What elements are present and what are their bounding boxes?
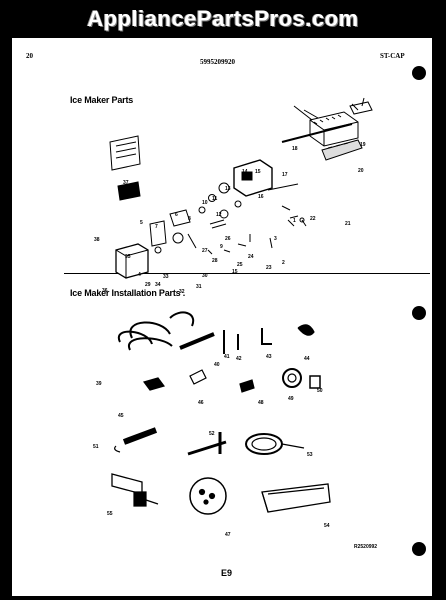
callout-41: 41 (224, 354, 230, 360)
callout-47: 47 (225, 532, 231, 538)
ice-maker-exploded-diagram (109, 97, 373, 279)
callout-2: 2 (282, 260, 285, 266)
callout-31: 31 (196, 284, 202, 290)
watermark: AppliancePartsPros.com (87, 6, 359, 31)
callout-7: 7 (155, 224, 158, 230)
callout-44: 44 (304, 356, 310, 362)
callout-32: 32 (179, 289, 185, 295)
callout-39: 39 (96, 381, 102, 387)
callout-35: 35 (125, 254, 131, 260)
callout-24: 24 (248, 254, 254, 260)
callout-21: 21 (345, 221, 351, 227)
callout-30: 30 (202, 273, 208, 279)
callout-52: 52 (209, 431, 215, 437)
callout-49: 49 (288, 396, 294, 402)
callout-15b: 15 (232, 269, 238, 275)
binder-hole (412, 306, 426, 320)
callout-19: 19 (360, 142, 366, 148)
callout-14: 14 (242, 169, 248, 175)
diagram-reference: R2520992 (354, 544, 378, 550)
callout-48: 48 (258, 400, 264, 406)
callout-54: 54 (324, 523, 330, 529)
callout-15: 15 (255, 169, 261, 175)
callout-37: 37 (123, 180, 129, 186)
callout-1: 1 (293, 218, 296, 224)
callout-53: 53 (307, 452, 313, 458)
callout-11: 11 (212, 196, 218, 202)
callout-16: 16 (258, 194, 264, 200)
callout-51: 51 (93, 444, 99, 450)
model-code: ST-CAP (380, 52, 405, 60)
installation-parts-diagram (111, 311, 331, 515)
page-number: 20 (26, 52, 33, 60)
section-title-installation-parts: Ice Maker Installation Parts . (70, 288, 186, 298)
callout-8: 8 (188, 216, 191, 222)
callout-40: 40 (214, 362, 220, 368)
callout-4: 4 (138, 272, 141, 278)
callout-23: 23 (266, 265, 272, 271)
callout-42: 42 (236, 356, 242, 362)
callout-55: 55 (107, 511, 113, 517)
callout-33: 33 (163, 274, 169, 280)
callout-50: 50 (317, 388, 323, 394)
callout-3: 3 (274, 236, 277, 242)
callout-28: 28 (212, 258, 218, 264)
section-title-ice-maker-parts: Ice Maker Parts (70, 95, 134, 105)
callout-34: 34 (155, 282, 161, 288)
binder-hole (412, 542, 426, 556)
parts-diagram-page: 20 5995209920 ST-CAP Ice Maker Parts Ice… (12, 38, 432, 596)
callout-46: 46 (198, 400, 204, 406)
callout-45: 45 (118, 413, 124, 419)
callout-12: 12 (216, 212, 222, 218)
binder-hole (412, 66, 426, 80)
callout-10: 10 (202, 200, 208, 206)
callout-5: 5 (140, 220, 143, 226)
callout-38: 38 (94, 237, 100, 243)
callout-36: 36 (102, 288, 108, 294)
doc-number: 5995209920 (200, 58, 235, 66)
callout-18: 18 (292, 146, 298, 152)
callout-25: 25 (237, 262, 243, 268)
callout-22: 22 (310, 216, 316, 222)
callout-13: 13 (225, 186, 231, 192)
callout-6: 6 (175, 212, 178, 218)
callout-20: 20 (358, 168, 364, 174)
callout-43: 43 (266, 354, 272, 360)
callout-17: 17 (282, 172, 288, 178)
callout-29: 29 (145, 282, 151, 288)
callout-27: 27 (202, 248, 208, 254)
callout-26: 26 (225, 236, 231, 242)
callout-9: 9 (220, 244, 223, 250)
page-code: E9 (221, 568, 233, 578)
section-divider (64, 273, 430, 274)
